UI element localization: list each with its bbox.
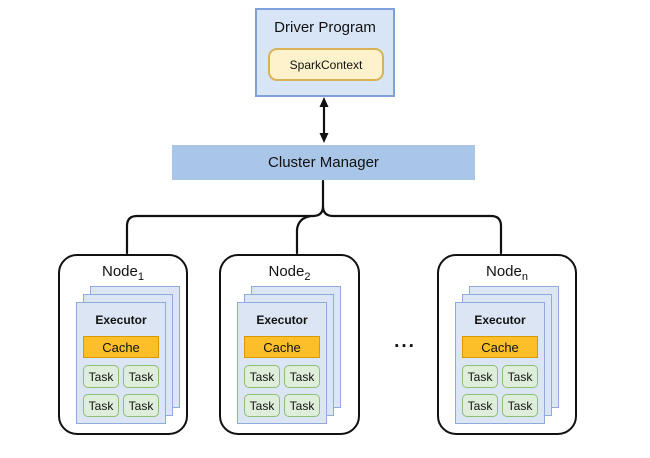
cluster-manager-label: Cluster Manager	[268, 154, 379, 171]
task-box: Task	[123, 394, 159, 417]
executor-label: Executor	[256, 313, 308, 327]
executor-card-front: Executor Cache Task Task Task Task	[237, 302, 327, 424]
node-n-label: Noden	[439, 263, 575, 283]
task-box: Task	[284, 365, 320, 388]
node-n-subscript: n	[521, 271, 528, 283]
executor-card-front: Executor Cache Task Task Task Task	[76, 302, 166, 424]
executor-stack: Executor Cache Task Task Task Task	[60, 256, 186, 433]
task-box: Task	[244, 365, 280, 388]
task-box: Task	[244, 394, 280, 417]
node-n-name: Node	[486, 263, 522, 280]
node-n-box: Noden Executor Cache Task Task Task Task	[437, 254, 577, 435]
task-box: Task	[123, 365, 159, 388]
node-1-box: Node1 Executor Cache Task Task Task Task	[58, 254, 188, 435]
spark-context-box: SparkContext	[268, 48, 384, 81]
driver-program-label: Driver Program	[274, 19, 376, 36]
executor-stack: Executor Cache Task Task Task Task	[439, 256, 575, 433]
task-box: Task	[502, 394, 538, 417]
executor-card-front: Executor Cache Task Task Task Task	[455, 302, 545, 424]
task-box: Task	[502, 365, 538, 388]
cluster-manager-box: Cluster Manager	[172, 145, 475, 180]
executor-label: Executor	[474, 313, 526, 327]
node-1-subscript: 1	[137, 271, 144, 283]
node-2-label: Node2	[221, 263, 358, 283]
task-box: Task	[462, 365, 498, 388]
executor-label: Executor	[95, 313, 147, 327]
node-2-name: Node	[268, 263, 305, 280]
cluster-node-links	[125, 179, 503, 255]
node-2-subscript: 2	[304, 271, 311, 283]
task-box: Task	[83, 365, 119, 388]
task-box: Task	[83, 394, 119, 417]
more-nodes-ellipsis: ...	[394, 331, 416, 352]
node-1-label: Node1	[60, 263, 186, 283]
driver-program-box: Driver Program SparkContext	[255, 8, 395, 97]
cache-box: Cache	[462, 336, 538, 358]
cache-box: Cache	[83, 336, 159, 358]
task-box: Task	[284, 394, 320, 417]
cache-box: Cache	[244, 336, 320, 358]
executor-stack: Executor Cache Task Task Task Task	[221, 256, 358, 433]
node-1-name: Node	[102, 263, 138, 280]
driver-cluster-arrow	[319, 97, 329, 143]
task-box: Task	[462, 394, 498, 417]
node-2-box: Node2 Executor Cache Task Task Task Task	[219, 254, 360, 435]
